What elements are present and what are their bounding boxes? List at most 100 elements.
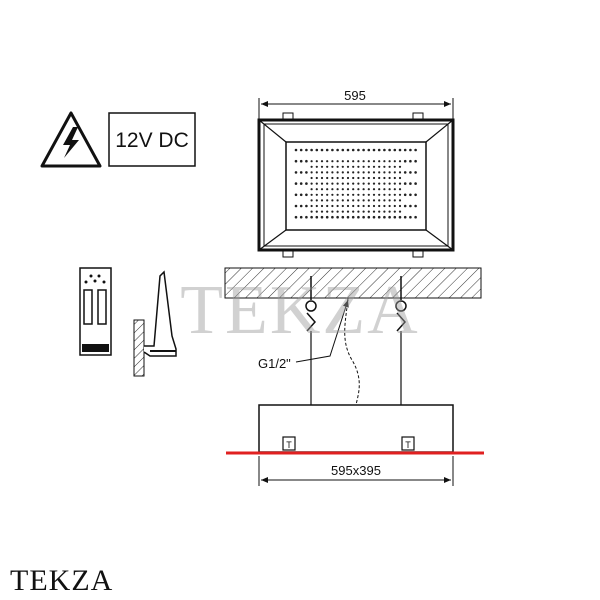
nozzle <box>320 160 324 163</box>
nozzle <box>357 176 360 180</box>
nozzle <box>351 148 355 152</box>
nozzle <box>320 193 324 196</box>
nozzle <box>341 160 344 163</box>
nozzle <box>336 160 339 163</box>
nozzle <box>320 188 324 191</box>
nozzle <box>351 215 355 219</box>
nozzle <box>357 148 360 152</box>
nozzle <box>294 193 298 197</box>
nozzle <box>326 165 329 168</box>
nozzle <box>341 176 344 180</box>
nozzle <box>341 193 344 196</box>
nozzle <box>362 210 365 213</box>
nozzle <box>367 182 370 185</box>
bottom-size-label: 595x395 <box>331 463 381 478</box>
nozzle <box>372 148 376 152</box>
nozzle <box>310 188 313 191</box>
nozzle <box>378 160 381 163</box>
top-width-label: 595 <box>344 88 366 103</box>
nozzle <box>372 171 376 174</box>
nozzle <box>378 199 381 202</box>
nozzle <box>388 176 391 180</box>
nozzle <box>310 165 313 168</box>
nozzle <box>346 215 350 219</box>
nozzle <box>294 215 298 219</box>
nozzle <box>336 165 339 168</box>
nozzle <box>331 160 334 163</box>
nozzle <box>326 171 329 174</box>
nozzle <box>388 148 391 152</box>
nozzle <box>414 159 417 163</box>
nozzle <box>414 182 417 185</box>
nozzle <box>331 215 334 219</box>
nozzle <box>346 210 350 213</box>
wall-mounted-panel-icon <box>133 270 177 377</box>
nozzle <box>378 176 381 180</box>
nozzle <box>346 204 350 208</box>
nozzle <box>315 182 318 185</box>
nozzle <box>336 210 339 213</box>
nozzle <box>372 176 376 180</box>
nozzle <box>352 182 355 185</box>
nozzle <box>336 148 339 152</box>
nozzle <box>367 165 370 168</box>
nozzle <box>398 182 402 185</box>
nozzle <box>336 188 339 191</box>
nozzle <box>326 188 329 191</box>
nozzle <box>352 199 355 202</box>
nozzle <box>299 193 303 197</box>
nozzle <box>341 182 344 185</box>
nozzle <box>315 215 319 219</box>
nozzle <box>310 148 313 152</box>
nozzle <box>310 204 313 208</box>
nozzle <box>352 176 355 180</box>
nozzle <box>414 204 417 208</box>
nozzle <box>331 148 334 152</box>
nozzle <box>388 199 391 202</box>
nozzle <box>331 182 334 185</box>
nozzle <box>393 210 396 213</box>
nozzle <box>372 199 376 202</box>
nozzle <box>305 171 308 174</box>
nozzle <box>320 199 324 202</box>
nozzle <box>362 215 365 219</box>
nozzle <box>357 215 360 219</box>
nozzle <box>346 188 350 191</box>
nozzle <box>336 171 339 174</box>
nozzle <box>372 182 376 185</box>
nozzle <box>378 182 381 185</box>
nozzle <box>393 182 396 185</box>
nozzle <box>367 215 371 219</box>
nozzle <box>346 148 350 152</box>
connection-label: G1/2" <box>258 356 291 371</box>
nozzle <box>378 165 381 168</box>
nozzle <box>320 204 324 208</box>
nozzle <box>331 210 334 213</box>
nozzle <box>388 171 391 174</box>
nozzle <box>336 199 339 202</box>
nozzle <box>352 160 355 163</box>
nozzle <box>403 193 407 197</box>
nozzle <box>336 193 339 196</box>
nozzle <box>341 165 344 168</box>
nozzle <box>315 165 318 168</box>
terminal-left: T <box>286 440 292 450</box>
nozzle <box>383 210 386 213</box>
nozzle <box>388 188 391 191</box>
nozzle <box>331 199 334 202</box>
nozzle <box>346 160 350 163</box>
nozzle <box>362 171 365 174</box>
nozzle <box>336 182 339 185</box>
nozzle <box>341 148 345 152</box>
nozzle <box>341 210 344 213</box>
nozzle <box>352 210 355 213</box>
voltage-label-box: 12V DC <box>108 112 196 167</box>
nozzle <box>315 160 318 163</box>
nozzle <box>326 210 329 213</box>
nozzle <box>362 148 365 152</box>
nozzle <box>383 199 386 202</box>
nozzle <box>310 210 313 213</box>
nozzle <box>367 210 370 213</box>
nozzle <box>299 204 303 208</box>
nozzle <box>315 193 318 196</box>
